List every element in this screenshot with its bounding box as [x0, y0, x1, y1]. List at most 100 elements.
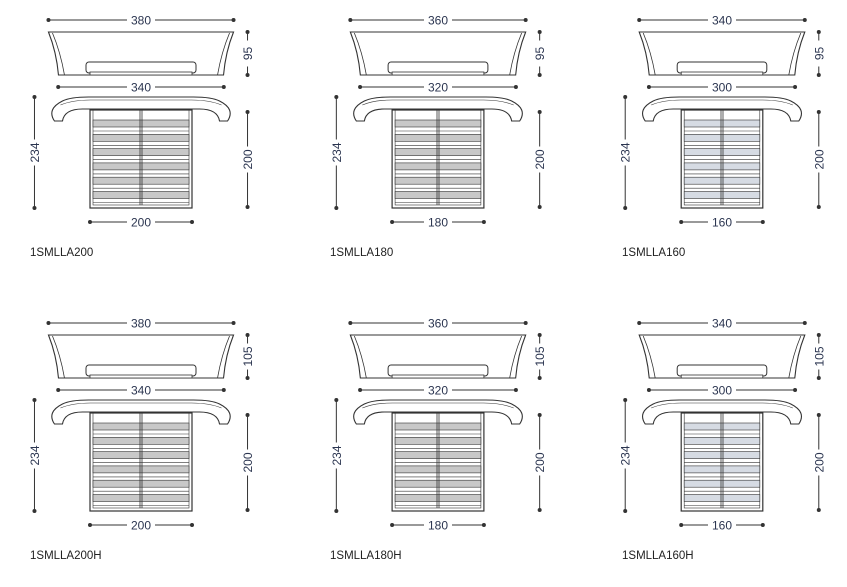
bed-frame-inner — [92, 412, 190, 509]
mattress-width-dimension-end-dot — [190, 523, 194, 527]
bed-length-dimension-label: 200 — [533, 452, 547, 472]
mattress-width-dimension-label: 160 — [712, 519, 732, 533]
bed-length-dimension-end-dot — [816, 110, 821, 114]
mattress-width-dimension-end-dot — [679, 523, 684, 527]
slat — [92, 494, 190, 502]
slat — [92, 479, 190, 488]
height-dimension-label: 105 — [533, 346, 547, 366]
bed-length-dimension-label: 200 — [533, 149, 547, 169]
bed-frame-inner — [683, 412, 761, 509]
bed-frame-inner — [394, 412, 482, 509]
mattress-width-dimension-label: 200 — [131, 519, 151, 533]
height-dimension-label: 95 — [241, 47, 255, 61]
mattress-front-view — [387, 364, 489, 377]
total-length-dimension-end-dot — [334, 509, 339, 513]
product-code: 1SMLLA160H — [622, 550, 694, 562]
height-dimension-end-dot — [245, 73, 250, 77]
mattress-width-dimension-label: 180 — [428, 519, 448, 533]
headboard-width-dimension-label-bg — [424, 316, 452, 330]
mattress-width-dimension-label-bg — [127, 518, 155, 532]
total-length-dimension-label: 234 — [619, 445, 633, 465]
front-view-right-leg — [788, 335, 802, 379]
headboard-inner-line — [60, 402, 222, 409]
slat — [92, 134, 190, 142]
total-length-dimension-label: 234 — [28, 142, 42, 162]
slat — [683, 422, 761, 431]
base-width-dimension-label: 320 — [428, 384, 448, 398]
total-length-dimension-label-bg — [618, 442, 633, 469]
bed-frame-inner — [394, 109, 482, 206]
headboard-width-dimension-label: 360 — [428, 317, 448, 331]
height-dimension-end-dot — [816, 73, 821, 77]
base-width-dimension-end-dot — [513, 85, 518, 89]
mattress-base-front-view — [89, 374, 193, 379]
mattress-width-dimension-end-dot — [190, 220, 194, 224]
total-length-dimension-end-dot — [623, 95, 628, 99]
slat — [394, 148, 482, 156]
mattress-front-view — [676, 364, 768, 377]
bed-length-dimension-end-dot — [537, 110, 542, 114]
slat — [683, 479, 761, 488]
front-view-left-leg — [353, 32, 367, 76]
total-length-dimension-label-bg — [27, 442, 42, 469]
slat — [683, 465, 761, 474]
base-width-dimension-end-dot — [513, 388, 518, 392]
height-dimension-label: 105 — [812, 346, 826, 366]
mattress-width-dimension-end-dot — [88, 523, 92, 527]
slat — [92, 465, 190, 474]
headboard-width-dimension-end-dot — [46, 18, 51, 22]
headboard-plan-view — [51, 399, 231, 425]
headboard-width-dimension-end-dot — [348, 18, 353, 22]
bed-length-dimension-end-dot — [245, 508, 250, 512]
bed-length-dimension-label-bg — [240, 449, 255, 476]
bed-length-dimension-label: 200 — [241, 452, 255, 472]
mattress-front-view — [387, 61, 489, 74]
mattress-width-dimension-label: 200 — [131, 216, 151, 230]
slat — [394, 422, 482, 431]
mattress-base-front-view — [680, 71, 764, 76]
headboard-width-dimension-label-bg — [424, 13, 452, 27]
total-length-dimension-end-dot — [32, 398, 37, 402]
front-view-right-leg — [217, 335, 230, 379]
bed-length-dimension-end-dot — [816, 413, 821, 417]
slat — [92, 191, 190, 199]
headboard-width-dimension-label: 340 — [712, 317, 732, 331]
base-width-dimension-end-dot — [358, 85, 363, 89]
total-length-dimension-label: 234 — [330, 445, 344, 465]
headboard-width-dimension-end-dot — [46, 321, 51, 325]
base-width-dimension-end-dot — [793, 85, 798, 89]
headboard-width-dimension-end-dot — [523, 18, 528, 22]
slat — [92, 119, 190, 128]
headboard-width-dimension-label-bg — [708, 13, 736, 27]
mattress-base-front-view — [680, 374, 764, 379]
slat — [394, 191, 482, 199]
bed-length-dimension-label: 200 — [812, 149, 826, 169]
headboard-inner-line — [362, 99, 514, 106]
product-code: 1SMLLA180 — [330, 247, 393, 259]
mattress-base-front-view — [391, 71, 485, 76]
total-length-dimension-end-dot — [623, 206, 628, 210]
product-code: 1SMLLA160 — [622, 247, 685, 259]
slat — [683, 494, 761, 502]
slat — [92, 162, 190, 171]
height-dimension-end-dot — [537, 73, 542, 77]
height-dimension-label-bg — [811, 343, 826, 370]
bed-length-dimension-end-dot — [537, 508, 542, 512]
mattress-width-dimension-label-bg — [424, 215, 452, 229]
slat — [683, 451, 761, 459]
slat — [394, 176, 482, 185]
mattress-front-view — [676, 61, 768, 74]
total-length-dimension-label: 234 — [330, 142, 344, 162]
headboard-inner-line — [362, 402, 514, 409]
front-view-right-leg — [788, 32, 802, 76]
height-dimension-end-dot — [816, 333, 821, 337]
slat — [394, 436, 482, 445]
slat — [92, 176, 190, 185]
headboard-width-dimension-label: 380 — [131, 14, 151, 28]
height-dimension-label-bg — [240, 40, 255, 67]
headboard-plan-view — [353, 399, 523, 425]
mattress-width-dimension-end-dot — [390, 523, 395, 527]
headboard-inner-line — [651, 402, 793, 409]
product-code: 1SMLLA200 — [30, 247, 93, 259]
slat — [92, 436, 190, 445]
